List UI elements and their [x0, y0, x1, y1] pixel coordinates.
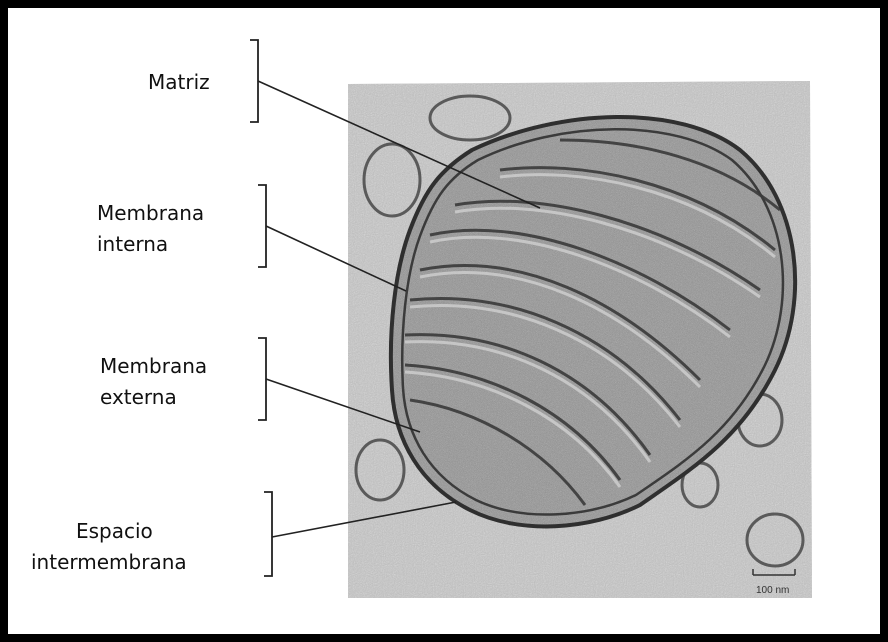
scale-bar-label: 100 nm: [756, 585, 789, 596]
label-membrana-externa-line1: Membrana: [100, 351, 207, 382]
label-membrana-interna: Membrana interna: [97, 198, 204, 260]
label-membrana-interna-line2: interna: [97, 229, 204, 260]
label-membrana-externa-line2: externa: [100, 382, 207, 413]
label-membrana-externa: Membrana externa: [100, 351, 207, 413]
bracket-matriz: [250, 40, 258, 122]
micrograph-photo: [348, 81, 820, 598]
label-espacio-line2: intermembrana: [31, 547, 187, 578]
label-espacio-intermembrana: Espacio intermembrana: [31, 516, 187, 578]
bracket-membrana-externa: [258, 338, 266, 420]
label-membrana-interna-line1: Membrana: [97, 198, 204, 229]
bracket-membrana-interna: [258, 185, 266, 267]
bracket-espacio: [264, 492, 272, 576]
label-brackets: [250, 40, 272, 576]
label-espacio-line1: Espacio: [31, 516, 187, 547]
label-matriz: Matriz: [148, 67, 210, 98]
